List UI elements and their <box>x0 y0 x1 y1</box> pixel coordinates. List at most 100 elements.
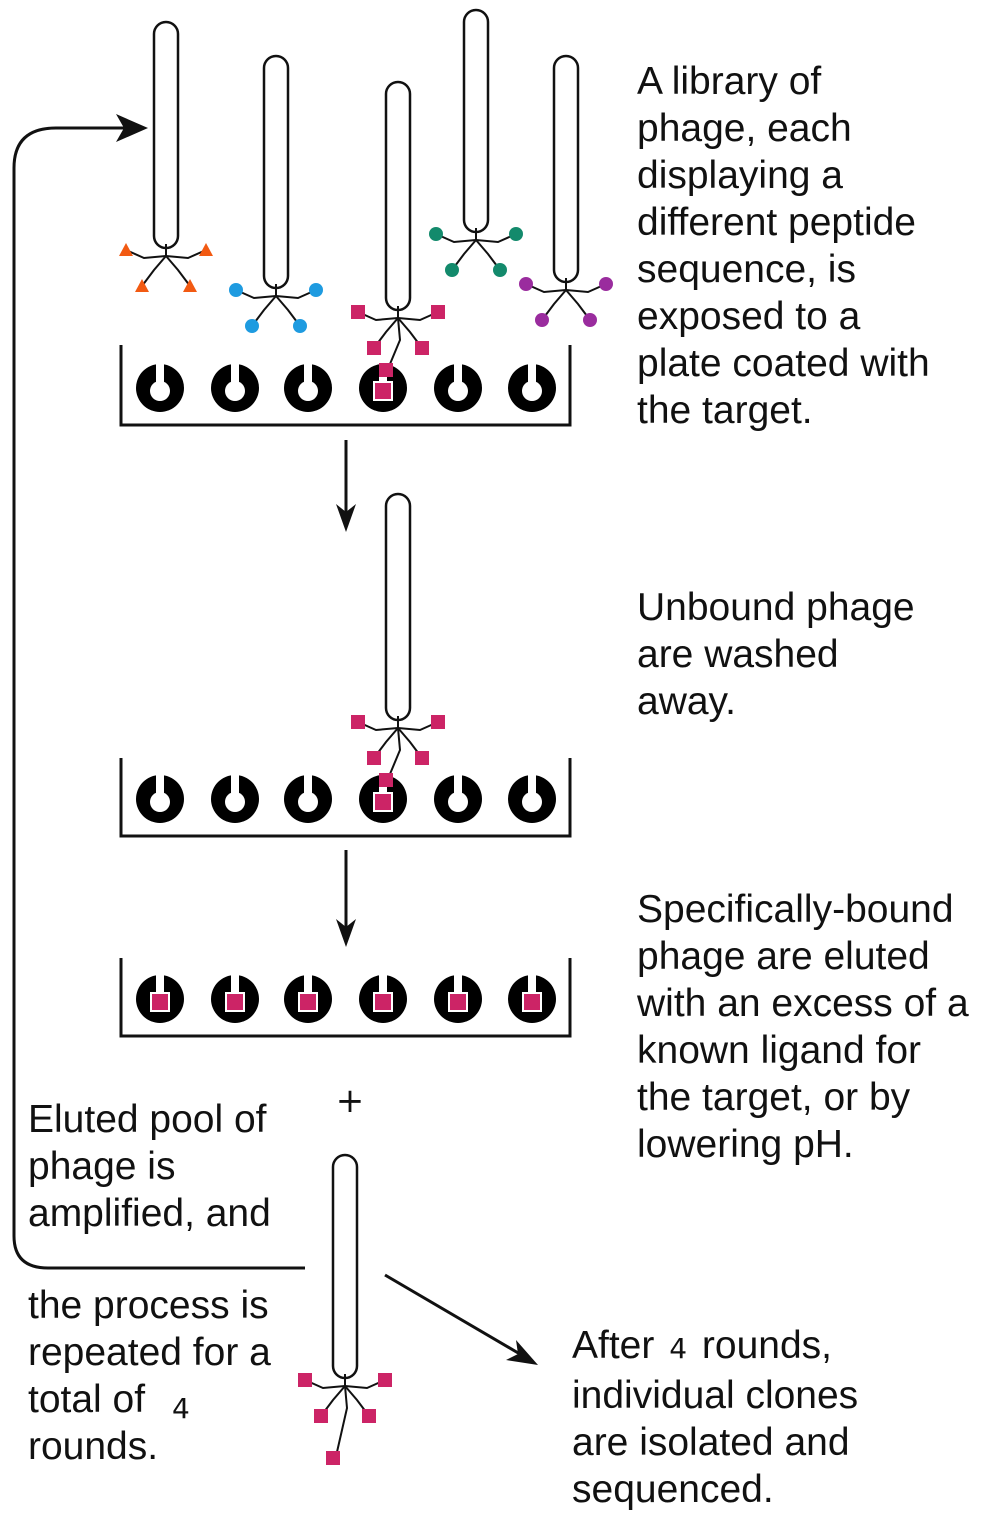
feedback-loop-arrow <box>12 126 305 1270</box>
phage-teal <box>429 8 523 277</box>
caption-line: are washed <box>637 633 839 676</box>
plate-3 <box>119 958 572 1038</box>
caption-line: phage are eluted <box>637 935 930 978</box>
caption-repeat: the process is repeated for a total of r… <box>28 1282 271 1470</box>
caption-line: with an excess of a <box>637 982 969 1025</box>
peptide-dot <box>445 263 459 277</box>
peptide-dot <box>535 313 549 327</box>
peptide-square <box>415 751 429 765</box>
caption-line: the process is <box>28 1284 269 1327</box>
peptide-square <box>351 305 365 319</box>
caption-line: Unbound phage <box>637 586 915 629</box>
step-arrow-1 <box>336 440 356 532</box>
peptide-triangle <box>135 279 149 292</box>
caption-line: the target. <box>637 389 813 432</box>
target-well-bound <box>136 973 184 1023</box>
output-arrow <box>384 1273 538 1365</box>
phage-capsule <box>384 492 412 722</box>
peptide-dot <box>429 227 443 241</box>
caption-line: amplified, and <box>28 1192 271 1235</box>
peptide-square <box>367 751 381 765</box>
peptide-square <box>379 773 393 787</box>
caption-elute: Specifically-bound phage are eluted with… <box>637 886 969 1168</box>
ligand-square <box>373 792 393 812</box>
caption-line: repeated for a <box>28 1331 271 1374</box>
target-well <box>508 362 556 412</box>
target-well <box>434 773 482 823</box>
caption-line: lowering pH. <box>637 1123 854 1166</box>
caption-amplify: Eluted pool of phage is amplified, and <box>28 1096 271 1237</box>
target-well <box>136 773 184 823</box>
caption-line: phage, each <box>637 107 852 150</box>
peptide-dot <box>245 319 259 333</box>
caption-line: sequenced. <box>572 1468 774 1511</box>
peptide-square <box>351 715 365 729</box>
peptide-dot <box>583 313 597 327</box>
target-well <box>136 362 184 412</box>
caption-line: away. <box>637 680 736 723</box>
peptide-dot <box>229 283 243 297</box>
peptide-triangle <box>119 243 133 256</box>
plus-sign: + <box>336 1081 365 1121</box>
phage-blue <box>229 54 323 333</box>
ligand-square <box>298 992 318 1012</box>
peptide-dot <box>493 263 507 277</box>
phage-capsule <box>331 1153 359 1380</box>
caption-line: the target, or by <box>637 1076 911 1119</box>
target-well-bound <box>359 973 407 1023</box>
caption-final: After 4 rounds, individual clones are is… <box>572 1322 858 1513</box>
peptide-square <box>431 305 445 319</box>
caption-line: individual clones <box>572 1374 859 1417</box>
peptide-triangle <box>183 279 197 292</box>
phage-magenta-binding <box>351 80 445 377</box>
peptide-triangle <box>199 243 213 256</box>
ligand-square <box>150 992 170 1012</box>
phage-orange <box>119 20 213 292</box>
plate-2 <box>119 758 572 838</box>
caption-line: sequence, is <box>637 248 856 291</box>
final-rounds-count: 4 <box>669 1332 688 1365</box>
peptide-dot <box>509 227 523 241</box>
caption-line: plate coated with <box>637 342 930 385</box>
phage-capsule <box>262 54 290 290</box>
peptide-square <box>362 1409 376 1423</box>
caption-line: Specifically-bound <box>637 888 954 931</box>
peptide-square <box>379 363 393 377</box>
caption-line: displaying a <box>637 154 843 197</box>
peptide-dot <box>293 319 307 333</box>
peptide-dot <box>599 277 613 291</box>
phage-capsule <box>152 20 180 250</box>
caption-line: known ligand for <box>637 1029 922 1072</box>
feedback-arrowhead <box>116 114 148 142</box>
target-well <box>211 362 259 412</box>
peptide-square <box>378 1373 392 1387</box>
target-well-bound <box>211 973 259 1023</box>
phage-eluted <box>298 1153 392 1465</box>
peptide-square <box>326 1451 340 1465</box>
phage-capsule <box>552 54 580 284</box>
final-prefix: After <box>572 1324 655 1367</box>
plate-1 <box>119 345 572 427</box>
caption-line: phage is <box>28 1145 176 1188</box>
ligand-square <box>373 992 393 1012</box>
target-well <box>508 773 556 823</box>
target-well-bound <box>434 973 482 1023</box>
caption-line: exposed to a <box>637 295 861 338</box>
peptide-square <box>367 341 381 355</box>
peptide-square <box>431 715 445 729</box>
caption-line: After 4 rounds, <box>572 1322 858 1372</box>
repeat-rounds-count: 4 <box>172 1392 190 1425</box>
caption-wash: Unbound phage are washed away. <box>637 584 915 725</box>
caption-line: rounds. <box>28 1425 159 1468</box>
target-well <box>284 362 332 412</box>
target-well <box>284 773 332 823</box>
target-well-bound <box>284 973 332 1023</box>
phage-capsule <box>462 8 490 234</box>
phage-purple <box>519 54 613 327</box>
final-suffix: rounds, <box>701 1324 832 1367</box>
caption-line: different peptide <box>637 201 916 244</box>
peptide-square <box>298 1373 312 1387</box>
target-well <box>211 773 259 823</box>
peptide-dot <box>519 277 533 291</box>
